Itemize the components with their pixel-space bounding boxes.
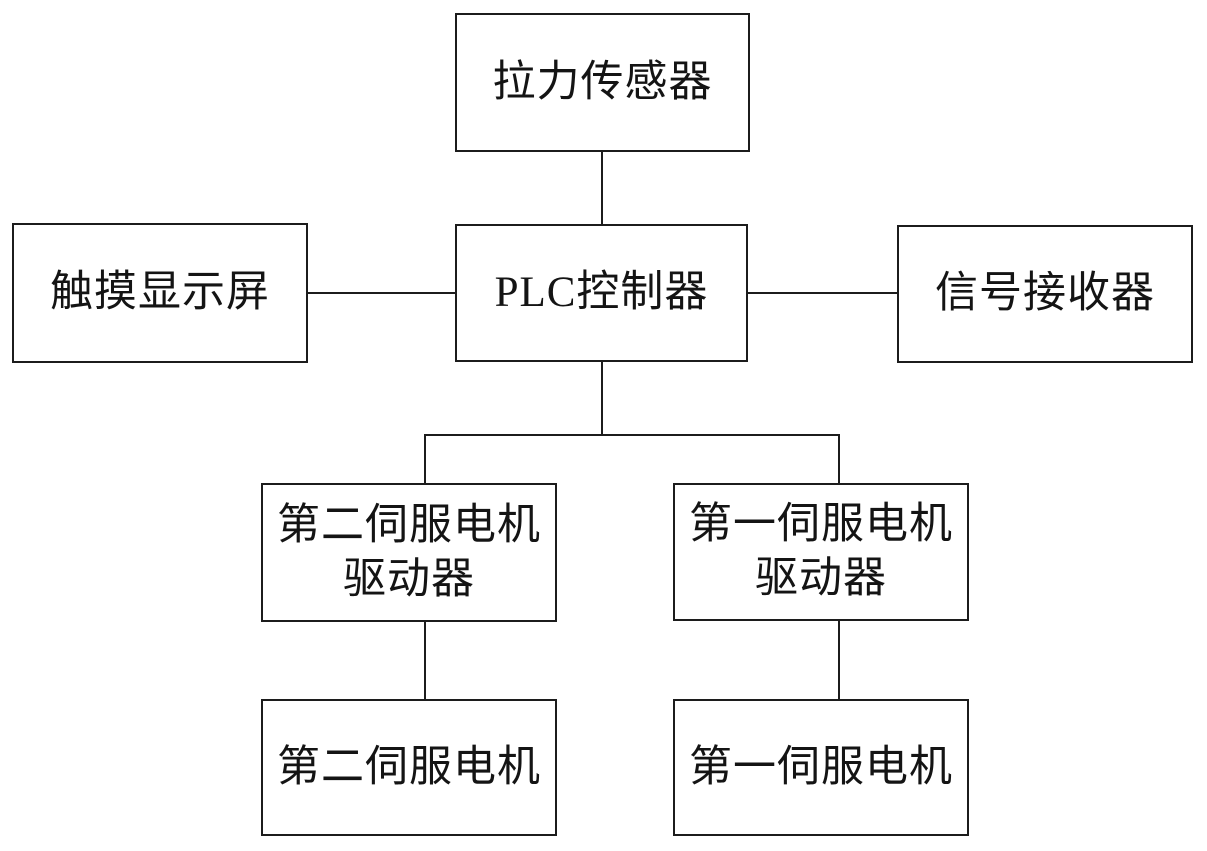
node-touch-display: 触摸显示屏 <box>12 223 308 363</box>
connector-branch-horizontal <box>424 434 840 436</box>
connector-servo-driver-2-to-motor-2 <box>424 622 426 699</box>
node-touch-display-label: 触摸显示屏 <box>50 269 270 317</box>
node-tension-sensor: 拉力传感器 <box>455 13 750 152</box>
connector-tension-sensor-to-plc <box>601 151 603 225</box>
connector-touch-display-to-plc <box>308 292 455 294</box>
node-plc-controller-label: PLC控制器 <box>494 269 709 317</box>
node-servo-motor-1-label: 第一伺服电机 <box>689 743 953 791</box>
node-servo-driver-1-label: 第一伺服电机 驱动器 <box>689 501 953 602</box>
node-servo-motor-2-label: 第二伺服电机 <box>277 743 541 791</box>
node-servo-driver-1: 第一伺服电机 驱动器 <box>673 483 969 621</box>
connector-plc-down-stem <box>601 362 603 436</box>
node-servo-motor-1: 第一伺服电机 <box>673 699 969 836</box>
node-tension-sensor-label: 拉力传感器 <box>492 58 713 106</box>
connector-branch-to-servo-driver-2 <box>424 434 426 483</box>
connector-plc-to-signal-receiver <box>748 292 897 294</box>
node-plc-controller: PLC控制器 <box>455 224 748 362</box>
node-servo-motor-2: 第二伺服电机 <box>261 699 557 836</box>
node-signal-receiver: 信号接收器 <box>897 225 1193 363</box>
connector-servo-driver-1-to-motor-1 <box>838 621 840 699</box>
node-servo-driver-2-label: 第二伺服电机 驱动器 <box>277 501 541 603</box>
connector-branch-to-servo-driver-1 <box>838 434 840 483</box>
node-servo-driver-2: 第二伺服电机 驱动器 <box>261 483 557 622</box>
node-signal-receiver-label: 信号接收器 <box>935 270 1155 318</box>
